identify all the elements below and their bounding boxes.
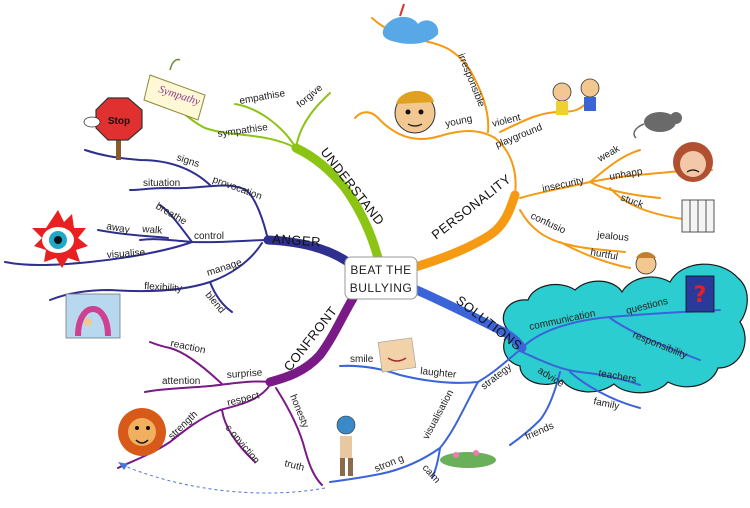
angry-eye-icon	[32, 210, 88, 268]
label-honesty[interactable]: honesty	[287, 393, 310, 430]
arrow-head-icon	[118, 462, 128, 470]
branch-label-understand[interactable]: UNDERSTAND	[318, 145, 388, 229]
label-surprise[interactable]: surprise	[226, 368, 263, 381]
label-jealous[interactable]: jealous	[596, 230, 630, 244]
label-truth[interactable]: truth	[283, 458, 305, 474]
sympathy-card-icon: Sympathy	[143, 58, 206, 121]
label-calm[interactable]: calm	[420, 463, 442, 486]
hurt-kid-icon	[635, 252, 657, 275]
branch-label-anger[interactable]: ANGER	[272, 231, 322, 249]
label-young[interactable]: young	[444, 114, 473, 130]
label-situation[interactable]: situation	[143, 178, 180, 189]
lion-icon	[118, 408, 166, 456]
lily-pond-icon	[440, 450, 496, 468]
label-hurtful[interactable]: hurtful	[589, 247, 618, 263]
label-violent[interactable]: violent	[491, 112, 522, 130]
label-unhapp[interactable]: unhapp	[609, 166, 644, 183]
label-blend[interactable]: blend	[203, 290, 227, 316]
label-friends[interactable]: friends	[524, 420, 556, 442]
solutions-branch-lines	[329, 283, 721, 483]
label-attention[interactable]: attention	[162, 376, 200, 387]
unhappy-girl-icon	[673, 142, 713, 182]
stop-sign-text: Stop	[108, 116, 130, 127]
label-forgive[interactable]: forgive	[295, 82, 325, 110]
label-provocation[interactable]: provocation	[211, 174, 263, 202]
label-reaction[interactable]: reaction	[169, 338, 206, 356]
label-control[interactable]: control	[194, 231, 224, 242]
label-confusio[interactable]: confusio	[529, 211, 568, 237]
label-strength[interactable]: strength	[166, 409, 200, 442]
label-irresponsible[interactable]: irresponsible	[455, 52, 487, 109]
confront-branch-lines	[117, 285, 363, 486]
center-title-line1: BEAT THE	[350, 263, 411, 277]
caged-person-icon	[681, 199, 715, 233]
label-family[interactable]: family	[592, 396, 620, 412]
label-smile[interactable]: smile	[350, 354, 374, 365]
flexible-figure-icon	[65, 293, 121, 339]
label-respect[interactable]: respect	[226, 390, 261, 409]
label-signs[interactable]: signs	[175, 152, 201, 170]
label-conviction[interactable]: c onviction	[223, 423, 262, 466]
question-mark-icon: ?	[685, 275, 715, 313]
label-visualise[interactable]: visualise	[106, 247, 145, 261]
fighting-kids-icon	[552, 78, 600, 115]
rat-icon	[633, 112, 682, 139]
question-mark-glyph: ?	[694, 283, 707, 308]
label-away[interactable]: away	[105, 221, 130, 236]
strong-man-icon	[336, 415, 356, 476]
center-node[interactable]: BEAT THE BULLYING	[344, 256, 418, 300]
label-laughter[interactable]: laughter	[420, 366, 458, 381]
hands-icon	[382, 3, 439, 44]
label-insecurity[interactable]: insecurity	[541, 175, 585, 195]
label-walk[interactable]: walk	[141, 224, 164, 237]
label-weak[interactable]: weak	[595, 143, 622, 165]
label-flexibility[interactable]: flexibility	[144, 281, 182, 295]
branch-label-personality[interactable]: PERSONALITY	[429, 171, 514, 242]
personality-branch-lines	[354, 17, 713, 273]
smiling-face-icon	[377, 337, 417, 373]
label-breathe[interactable]: breathe	[154, 201, 189, 228]
anger-branch-lines	[4, 149, 357, 313]
center-title-line2: BULLYING	[350, 281, 412, 295]
dashed-arrow	[119, 463, 326, 494]
label-empathise[interactable]: empathise	[239, 88, 287, 107]
stop-sign-icon: Stop	[83, 97, 143, 160]
boy-face-icon	[394, 90, 436, 134]
